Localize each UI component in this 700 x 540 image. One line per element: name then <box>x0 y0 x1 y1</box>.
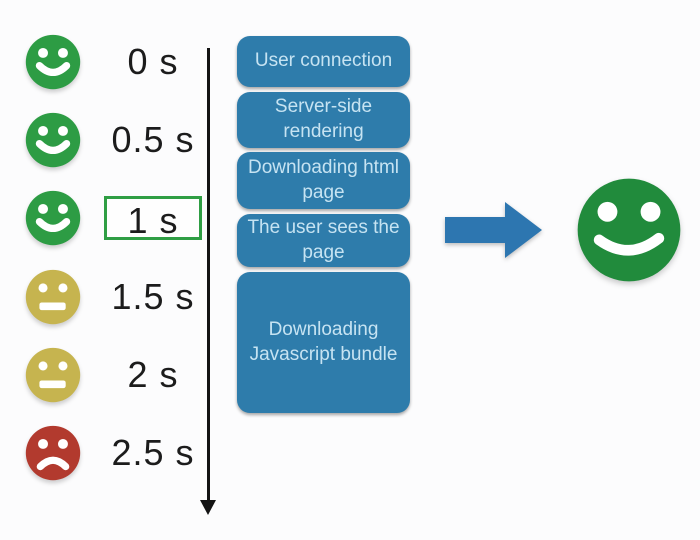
stage-label: Downloading Javascript bundle <box>249 318 398 365</box>
happy-face-icon <box>25 190 81 246</box>
result-happy-face-icon <box>577 178 681 282</box>
stage-label: Downloading html page <box>247 156 400 203</box>
time-label-15s: 1.5 s <box>111 276 195 317</box>
timeline-axis <box>207 48 210 500</box>
happy-face-icon <box>25 112 81 168</box>
time-label-2s: 2 s <box>127 354 179 395</box>
stage-box-server-side-rendering: Server-side rendering <box>237 92 410 148</box>
stage-box-downloading-js-bundle: Downloading Javascript bundle <box>237 272 410 413</box>
time-label-0s: 0 s <box>127 41 179 82</box>
stage-box-downloading-html: Downloading html page <box>237 152 410 209</box>
time-label-05s: 0.5 s <box>111 119 195 160</box>
timeline-arrow-down-icon <box>200 500 216 515</box>
neutral-face-icon <box>25 347 81 403</box>
stage-box-user-sees-page: The user sees the page <box>237 214 410 267</box>
stage-label: Server-side rendering <box>274 96 373 142</box>
arrow-right-icon <box>445 202 542 258</box>
stage-label: The user sees the page <box>247 216 400 263</box>
neutral-face-icon <box>25 269 81 325</box>
time-label-25s: 2.5 s <box>111 432 195 473</box>
time-label-1s-highlighted: 1 s <box>104 196 202 241</box>
sad-face-icon <box>25 425 81 481</box>
happy-face-icon <box>25 34 81 90</box>
stage-box-user-connection: User connection <box>237 36 410 87</box>
stage-label: User connection <box>254 50 393 72</box>
